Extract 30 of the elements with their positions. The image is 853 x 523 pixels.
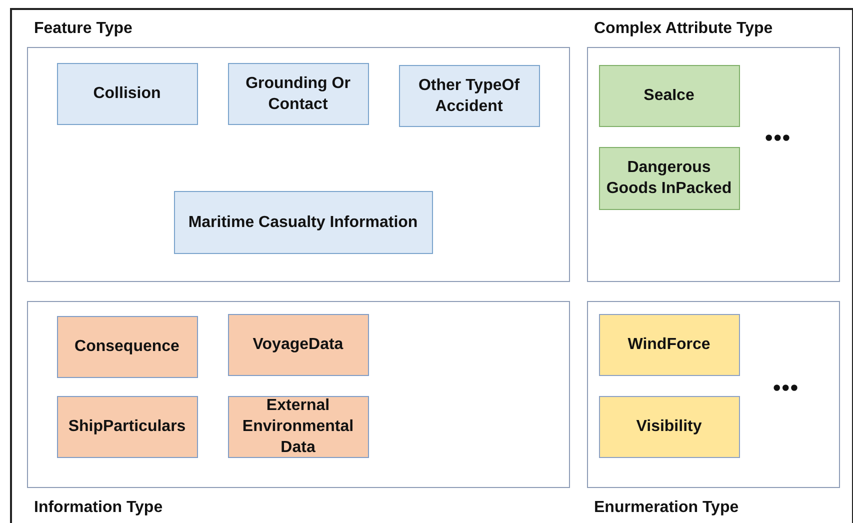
type-box (56, 396, 198, 458)
type-name: Consequence (74, 337, 180, 357)
panel-heading: Complex Attribute Type (594, 20, 773, 38)
type-box (56, 62, 198, 124)
type-name: SeaIce (642, 86, 696, 106)
type-box (598, 396, 740, 458)
type-box (598, 64, 740, 126)
type-name: Dangerous Goods InPacked (605, 158, 733, 199)
type-name: ShipParticulars (67, 417, 187, 437)
type-box (598, 314, 740, 376)
type-name: WindForce (626, 335, 712, 355)
type-box (174, 190, 432, 254)
type-box (228, 314, 368, 376)
type-name: VoyageData (252, 335, 344, 355)
type-name: Other TypeOf Accident (417, 76, 521, 116)
type-name: Grounding Or Contact (244, 74, 352, 114)
ellipsis-mark: ••• (765, 125, 792, 151)
panel-heading: Feature Type (34, 20, 132, 38)
type-box (228, 62, 368, 124)
type-box (56, 316, 198, 378)
panel-heading: Information Type (34, 499, 163, 517)
ellipsis-mark: ••• (773, 375, 800, 401)
type-name: Visibility (635, 417, 703, 437)
panel-heading: Enurmeration Type (594, 499, 739, 517)
type-box (228, 396, 368, 458)
type-box (398, 64, 540, 126)
type-name: Collision (92, 84, 162, 104)
type-box (598, 146, 740, 210)
type-name: Maritime Casualty Information (187, 212, 419, 232)
type-name: External Environmental Data (241, 396, 355, 458)
